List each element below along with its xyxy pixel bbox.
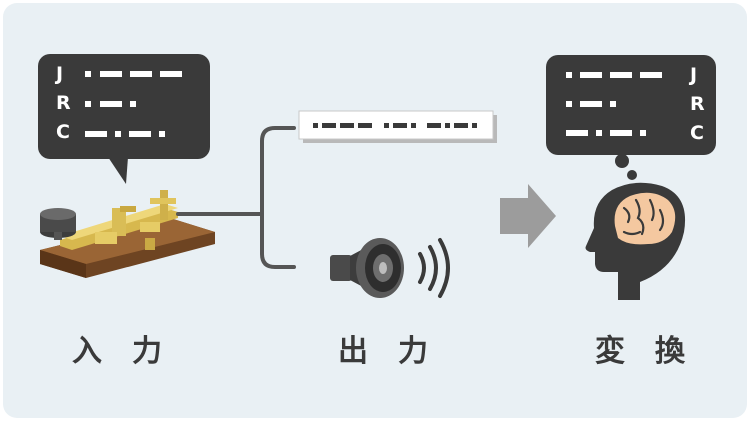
right-morse-c [566, 130, 646, 136]
right-letter-j: J [690, 64, 698, 86]
right-arrow-icon [500, 184, 556, 248]
input-label: 入 力 [72, 334, 162, 369]
right-letter-r: R [690, 93, 705, 115]
speaker-icon [330, 238, 450, 298]
left-morse-c [85, 131, 165, 137]
head-brain-icon [585, 182, 686, 300]
connection-lines [176, 126, 296, 269]
telegraph-key-icon [40, 190, 215, 278]
morse-tape-icon [298, 110, 497, 143]
left-morse-r [85, 101, 136, 107]
convert-label: 変 換 [595, 334, 685, 369]
right-thought-bubble [546, 55, 716, 180]
left-morse-j [85, 71, 182, 77]
right-morse-j [566, 72, 662, 78]
output-label: 出 力 [338, 334, 428, 369]
left-letter-r: R [56, 92, 71, 114]
left-letter-j: J [56, 63, 64, 85]
right-letter-c: C [690, 122, 704, 144]
right-morse-r [566, 101, 616, 107]
left-speech-bubble [38, 54, 210, 184]
left-letter-c: C [56, 121, 70, 143]
